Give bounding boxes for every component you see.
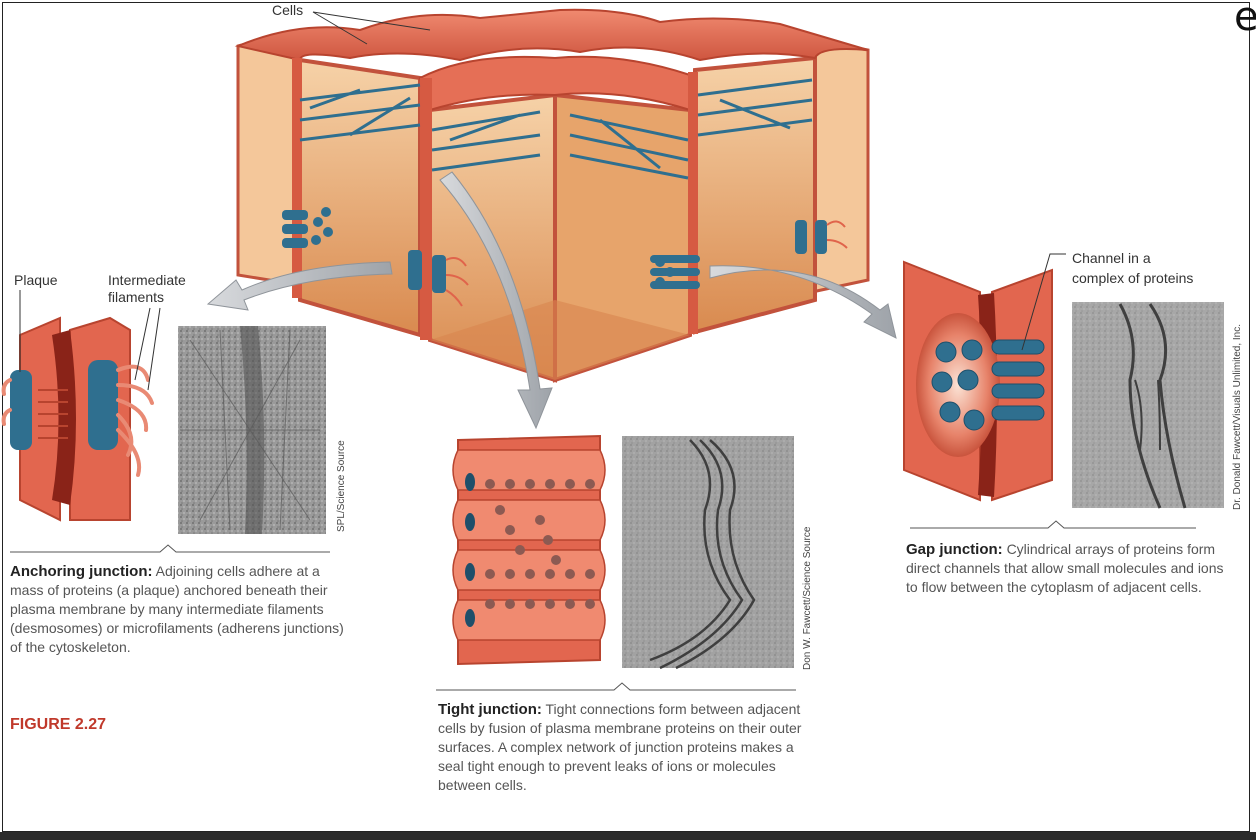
cell-block	[234, 8, 870, 383]
arrow-to-tight	[439, 171, 553, 430]
gap-caption-body: Cylindrical arrays of proteins form dire…	[906, 541, 1224, 595]
arrow-to-anchoring	[206, 261, 393, 311]
bottom-bar	[0, 832, 1256, 840]
figure-label: FIGURE 2.27	[10, 716, 107, 733]
caption-brackets	[10, 520, 1196, 691]
gap-caption-title: Gap junction:	[906, 541, 1003, 558]
anchoring-micrograph	[178, 326, 326, 534]
tight-caption-body: Tight connections form between adjacent …	[438, 701, 802, 793]
cells-pointer	[312, 11, 431, 45]
credit-fawcett-tight: Don W. Fawcett/Science Source	[802, 526, 813, 670]
tight-micrograph	[622, 436, 794, 670]
arrow-to-gap	[709, 265, 897, 339]
tight-caption: Tight junction: Tight connections form b…	[438, 700, 808, 795]
corner-glyph: e	[1234, 0, 1256, 40]
anchoring-caption-title: Anchoring junction:	[10, 563, 153, 580]
gap-junction-detail	[903, 260, 1053, 502]
plaque-label: Plaque	[14, 272, 58, 288]
anchoring-caption-body: Adjoining cells adhere at a mass of prot…	[10, 563, 344, 655]
anchoring-junction-detail	[1, 316, 154, 522]
anchoring-caption: Anchoring junction: Adjoining cells adhe…	[10, 562, 350, 657]
cells-label: Cells	[272, 2, 304, 18]
tight-junction-detail	[452, 434, 606, 666]
tight-caption-title: Tight junction:	[438, 701, 542, 718]
gap-micrograph	[1072, 302, 1224, 509]
channel-label: Channel in a complex of proteins	[1072, 250, 1194, 286]
credit-spl: SPL/Science Source	[336, 440, 347, 532]
credit-fawcett-gap: Dr. Donald Fawcett/Visuals Unlimited, In…	[1232, 323, 1243, 510]
gap-caption: Gap junction: Cylindrical arrays of prot…	[906, 540, 1224, 597]
intermediate-filaments-label: Intermediate filaments	[108, 272, 186, 305]
